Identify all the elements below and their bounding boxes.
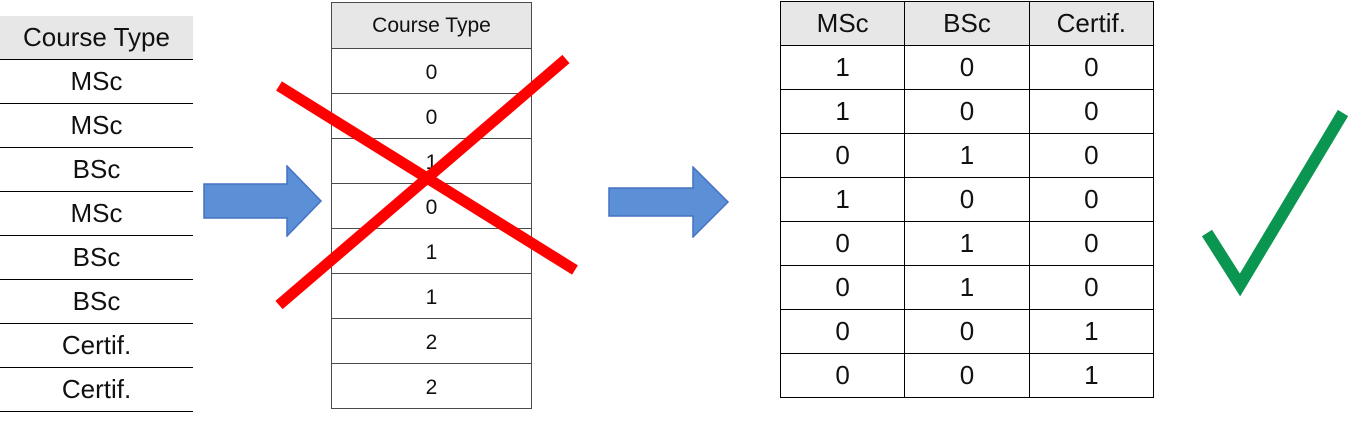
source-cell: Certif. (0, 367, 193, 412)
source-header: Course Type (0, 16, 193, 60)
one-hot-cell: 0 (1028, 177, 1155, 222)
one-hot-cell: 0 (904, 177, 1030, 222)
green-checkmark-icon (1201, 109, 1349, 297)
one-hot-cell: 1 (904, 221, 1030, 266)
one-hot-cell: 0 (779, 221, 906, 266)
one-hot-cell: 1 (904, 265, 1030, 310)
one-hot-cell: 1 (1028, 309, 1155, 354)
one-hot-cell: 0 (1028, 265, 1155, 310)
label-encoded-cell: 2 (331, 363, 532, 409)
table-row: MSc (0, 191, 193, 236)
one-hot-cell: 0 (779, 309, 906, 354)
one-hot-cell: 0 (1028, 133, 1155, 178)
one-hot-cell: 0 (779, 265, 906, 310)
one-hot-header-msc: MSc (779, 1, 906, 46)
label-encoded-cell: 2 (331, 318, 532, 364)
table-row: 0 1 0 (779, 265, 1155, 310)
table-row: 1 0 0 (779, 89, 1155, 134)
source-cell: Certif. (0, 323, 193, 368)
one-hot-cell: 0 (904, 309, 1030, 354)
table-row: 0 0 1 (779, 309, 1155, 354)
table-row: MSc (0, 103, 193, 148)
label-encoded-cell: 0 (331, 48, 532, 94)
source-cell: MSc (0, 191, 193, 236)
one-hot-cell: 0 (779, 353, 906, 398)
table-row: 2 (331, 318, 532, 364)
one-hot-cell: 1 (779, 177, 906, 222)
table-row: Certif. (0, 323, 193, 368)
one-hot-encoded-table: MSc BSc Certif. 1 0 0 1 0 0 0 1 0 1 0 0 … (779, 1, 1155, 398)
label-encoded-cell: 1 (331, 273, 532, 319)
source-cell: MSc (0, 59, 193, 104)
one-hot-cell: 1 (779, 89, 906, 134)
table-row: 1 (331, 273, 532, 319)
table-row: 1 0 0 (779, 45, 1155, 90)
one-hot-cell: 1 (1028, 353, 1155, 398)
one-hot-cell: 1 (779, 45, 906, 90)
right-arrow-icon (203, 165, 323, 237)
table-row: MSc (0, 59, 193, 104)
right-arrow-icon (608, 166, 730, 238)
table-row: 0 0 1 (779, 353, 1155, 398)
source-course-type-table: Course Type MSc MSc BSc MSc BSc BSc Cert… (0, 16, 193, 412)
one-hot-cell: 1 (904, 133, 1030, 178)
table-row: 1 0 0 (779, 177, 1155, 222)
label-encoded-table: Course Type 0 0 1 0 1 1 2 2 (331, 2, 532, 409)
red-cross-icon (275, 54, 578, 310)
one-hot-cell: 0 (904, 89, 1030, 134)
source-cell: BSc (0, 235, 193, 280)
one-hot-header-bsc: BSc (904, 1, 1030, 46)
one-hot-header-certif: Certif. (1028, 1, 1155, 46)
one-hot-cell: 0 (1028, 221, 1155, 266)
table-row: BSc (0, 147, 193, 192)
one-hot-cell: 0 (779, 133, 906, 178)
source-cell: MSc (0, 103, 193, 148)
table-row: 0 1 0 (779, 133, 1155, 178)
one-hot-cell: 0 (1028, 89, 1155, 134)
source-cell: BSc (0, 147, 193, 192)
table-row: BSc (0, 235, 193, 280)
table-row: BSc (0, 279, 193, 324)
one-hot-cell: 0 (1028, 45, 1155, 90)
table-row: 2 (331, 363, 532, 409)
source-cell: BSc (0, 279, 193, 324)
one-hot-cell: 0 (904, 45, 1030, 90)
one-hot-cell: 0 (904, 353, 1030, 398)
table-row: 0 1 0 (779, 221, 1155, 266)
table-row: Certif. (0, 367, 193, 412)
table-row: 0 (331, 48, 532, 94)
label-encoded-header: Course Type (331, 2, 532, 49)
